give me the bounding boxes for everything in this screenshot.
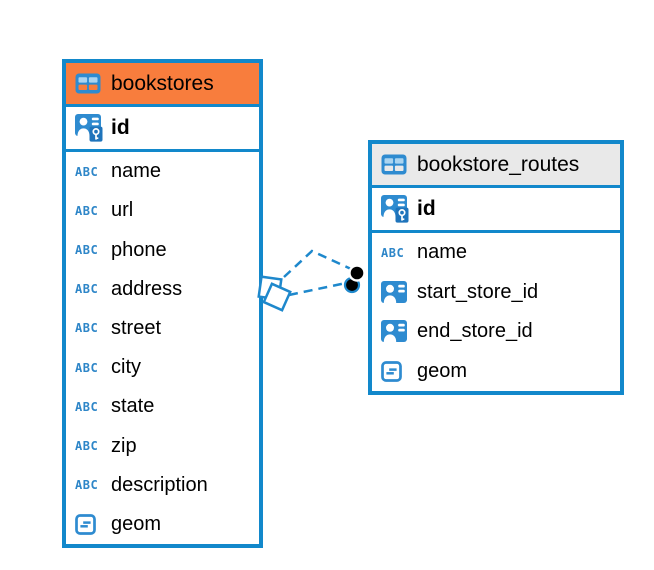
foreign-key-icon bbox=[379, 280, 417, 304]
table-icon bbox=[379, 154, 417, 175]
primary-key-icon bbox=[73, 114, 111, 142]
column-row[interactable]: geom bbox=[379, 352, 620, 392]
text-type-icon: ABC bbox=[75, 360, 99, 375]
column-name: start_store_id bbox=[417, 280, 539, 303]
column-row[interactable]: ABC city bbox=[73, 348, 259, 387]
column-name: phone bbox=[111, 238, 167, 261]
many-end-diamond-marker bbox=[257, 275, 292, 312]
column-name: name bbox=[417, 241, 468, 264]
column-row[interactable]: ABC description bbox=[73, 466, 259, 505]
column-name: end_store_id bbox=[417, 320, 533, 343]
column-row-pk[interactable]: id bbox=[372, 188, 620, 233]
column-name: description bbox=[111, 473, 208, 496]
column-row[interactable]: ABC state bbox=[73, 387, 259, 426]
foreign-key-icon bbox=[379, 320, 417, 343]
column-name: city bbox=[111, 356, 141, 379]
text-type-icon: ABC bbox=[75, 203, 99, 218]
table-body: ABC name ABC url ABC phone ABC address A… bbox=[66, 152, 259, 544]
column-row[interactable]: start_store_id bbox=[379, 273, 620, 313]
text-type-icon: ABC bbox=[75, 439, 99, 454]
column-name: geom bbox=[417, 359, 468, 382]
table-header-bookstores[interactable]: bookstores bbox=[66, 63, 259, 107]
column-row[interactable]: geom bbox=[73, 505, 259, 544]
relationship-line-lower bbox=[288, 281, 347, 297]
column-row-pk[interactable]: id bbox=[66, 107, 259, 152]
column-name: address bbox=[111, 277, 183, 300]
table-card-bookstore-routes[interactable]: bookstore_routes id ABC bbox=[368, 140, 624, 395]
text-type-icon: ABC bbox=[75, 282, 99, 297]
column-name: id bbox=[111, 116, 130, 139]
column-row[interactable]: end_store_id bbox=[379, 312, 620, 352]
column-name: id bbox=[417, 197, 436, 220]
column-row[interactable]: ABC address bbox=[73, 270, 259, 309]
column-name: street bbox=[111, 316, 162, 339]
column-row[interactable]: ABC street bbox=[73, 309, 259, 348]
column-row[interactable]: ABC url bbox=[73, 191, 259, 230]
column-name: state bbox=[111, 395, 155, 418]
table-title: bookstore_routes bbox=[417, 152, 580, 176]
text-type-icon: ABC bbox=[75, 321, 99, 336]
relationship-line-upper bbox=[283, 249, 352, 278]
column-row[interactable]: ABC name bbox=[73, 152, 259, 191]
text-type-icon: ABC bbox=[381, 245, 405, 260]
primary-key-icon bbox=[379, 195, 417, 223]
column-name: zip bbox=[111, 434, 137, 457]
column-row[interactable]: ABC zip bbox=[73, 426, 259, 465]
text-type-icon: ABC bbox=[75, 399, 99, 414]
table-title: bookstores bbox=[111, 71, 214, 95]
column-name: geom bbox=[111, 512, 162, 535]
text-type-icon: ABC bbox=[75, 164, 99, 179]
column-name: name bbox=[111, 160, 162, 183]
table-card-bookstores[interactable]: bookstores id ABC bbox=[62, 59, 263, 548]
geometry-type-icon bbox=[379, 360, 417, 382]
table-header-bookstore-routes[interactable]: bookstore_routes bbox=[372, 144, 620, 188]
text-type-icon: ABC bbox=[75, 243, 99, 257]
text-type-icon: ABC bbox=[75, 478, 99, 493]
table-body: ABC name start_store_id bbox=[372, 233, 620, 391]
one-end-dot-marker bbox=[343, 264, 366, 294]
column-row[interactable]: ABC name bbox=[379, 233, 620, 273]
column-name: url bbox=[111, 199, 134, 222]
column-row[interactable]: ABC phone bbox=[73, 230, 259, 269]
geometry-type-icon bbox=[73, 514, 111, 535]
table-icon bbox=[73, 73, 111, 94]
